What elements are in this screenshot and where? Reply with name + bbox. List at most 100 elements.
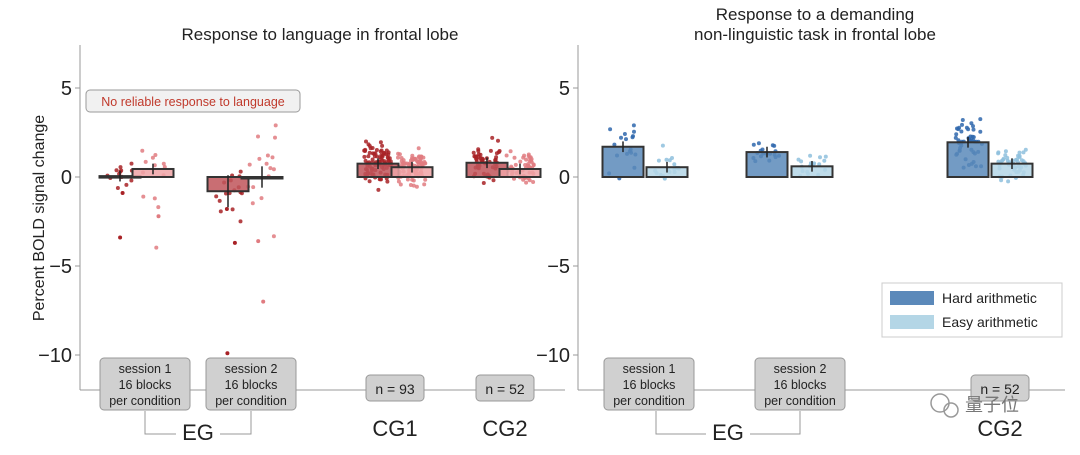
data-point [513,162,518,167]
data-point [471,150,476,155]
data-point [152,163,157,168]
data-point [114,168,119,173]
session-box [365,374,425,402]
legend-label-hard: Hard arithmetic [942,290,1037,306]
data-point [422,182,427,187]
session-box-line: per condition [764,394,836,408]
group-label-bg [176,422,220,446]
data-point [386,155,391,160]
session-box-line: n = 52 [980,381,1020,397]
data-point [401,158,406,163]
data-point [1005,155,1010,160]
data-point [411,183,416,188]
group-label: CG2 [482,416,527,441]
y-tick-label: 0 [61,167,72,189]
data-point [631,123,636,128]
data-point [476,147,481,152]
data-point [954,132,959,137]
data-point [129,178,134,183]
data-point [491,178,496,183]
legend-swatch-hard [890,291,934,305]
legend-label-easy: Easy arithmetic [942,314,1038,330]
data-point [522,153,527,158]
data-point [818,155,822,160]
data-point [364,139,368,144]
data-point [224,191,228,196]
data-point [630,135,635,140]
data-point [478,156,483,161]
data-point [964,125,969,130]
data-point [1006,179,1011,184]
data-point [218,209,223,214]
data-point [632,129,636,134]
y-tick-label: 5 [61,78,72,100]
wechat-icon-small [943,402,959,418]
data-point [214,194,219,199]
data-point [812,161,817,166]
data-point [386,158,391,163]
data-point [822,158,827,163]
data-point [622,132,627,136]
data-point-outlier [256,239,261,244]
data-point [660,143,665,148]
data-point [996,150,1001,155]
data-point [366,142,371,147]
data-point [363,158,368,163]
data-point [996,159,1001,164]
data-point [518,159,523,164]
panel-arithmetic-title-line-2: non-linguistic task in frontal lobe [694,25,936,44]
legend-swatch-easy [890,315,934,329]
panel-arithmetic: Response to a demanding non-linguistic t… [536,5,1065,446]
data-point [528,155,533,160]
session-box [603,357,695,411]
y-tick-label: −10 [38,345,72,367]
data-point [379,177,383,182]
data-point [1017,150,1022,155]
data-point [256,134,260,139]
data-point [406,162,411,167]
data-point [612,142,617,147]
data-point [401,161,406,166]
data-point [664,157,669,162]
data-point [1023,147,1028,152]
data-point [531,180,536,184]
annotation-box: No reliable response to language [85,89,301,113]
group-label: CG1 [372,416,417,441]
data-point [230,207,235,212]
session-box-line: session 1 [119,362,172,376]
data-point [374,148,379,152]
data-point [524,180,529,185]
data-point [396,155,400,160]
data-point [494,155,499,160]
data-point [508,149,513,154]
data-point [143,159,148,164]
session-box-line: n = 93 [375,381,415,397]
data-point [386,152,391,157]
data-point [154,245,159,250]
data-point [375,154,379,159]
data-point-outlier [118,235,123,240]
group-label: EG [182,420,214,445]
data-point-outlier [261,299,266,304]
data-point [823,154,828,159]
session-box-line: 16 blocks [623,378,676,392]
data-point [396,179,401,184]
data-point [656,158,661,163]
data-point [372,151,377,156]
data-point [531,162,536,167]
data-point [367,150,372,155]
data-point [268,166,273,171]
data-point [250,201,255,206]
data-point [999,178,1004,183]
data-point [414,184,419,189]
data-point [124,182,129,187]
data-point [259,196,264,201]
data-point [1019,158,1024,163]
data-point [129,161,134,166]
data-point [405,177,410,182]
data-point [423,161,428,166]
data-point [1003,153,1008,158]
y-tick-label: −5 [547,256,570,278]
